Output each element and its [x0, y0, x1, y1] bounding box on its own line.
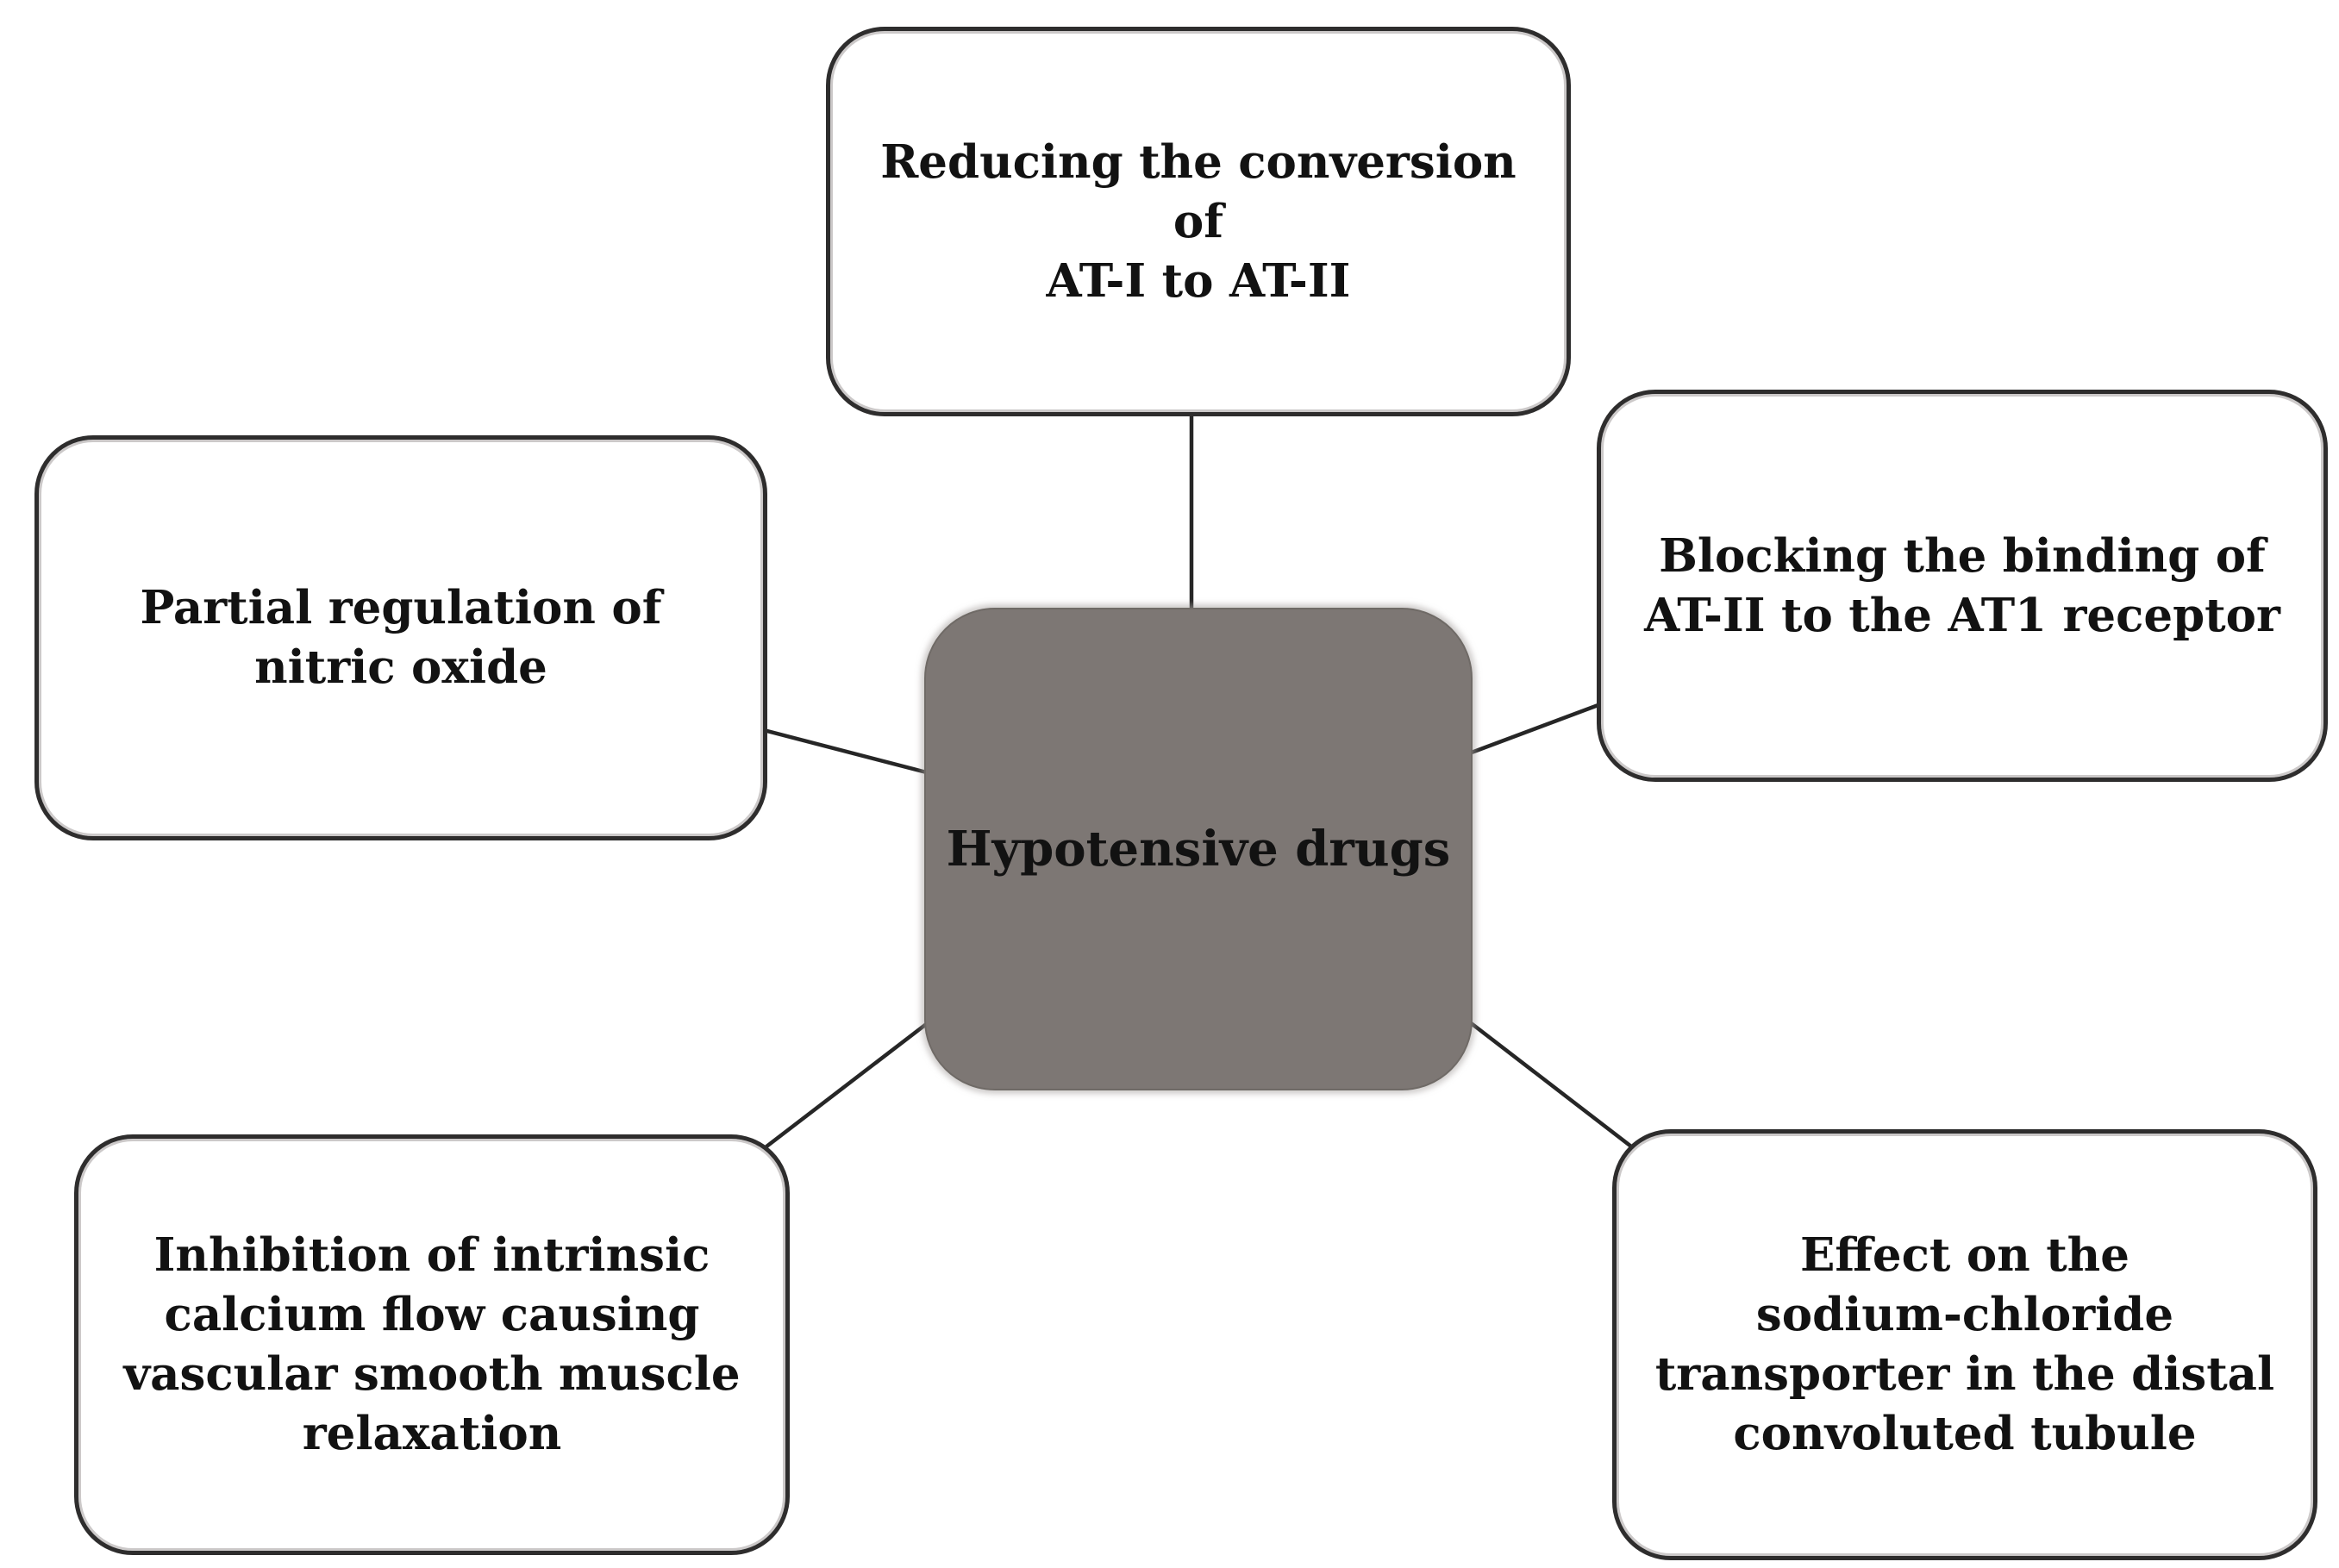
diagram-node-center: Hypotensive drugs [924, 608, 1473, 1090]
connector-upper-right [1454, 696, 1617, 761]
diagram-node-lower-left: Inhibition of intrinsic calcium flow cau… [74, 1134, 790, 1555]
connector-lower-right [1457, 1012, 1644, 1157]
connector-upper-left [736, 721, 941, 778]
diagram-node-top: Reducing the conversion of AT-I to AT-II [826, 27, 1571, 416]
node-label-lower-left: Inhibition of intrinsic calcium flow cau… [123, 1228, 741, 1460]
diagram-node-lower-right: Effect on the sodium-chloride transporte… [1612, 1129, 2317, 1560]
node-label-top: Reducing the conversion of AT-I to AT-II [880, 134, 1517, 308]
connector-lower-left [757, 1012, 941, 1154]
node-label-lower-right: Effect on the sodium-chloride transporte… [1654, 1228, 2275, 1460]
node-label-upper-left: Partial regulation of nitric oxide [140, 581, 662, 694]
node-label-upper-right: Blocking the binding of AT-II to the AT1… [1644, 528, 2280, 642]
diagram-node-upper-left: Partial regulation of nitric oxide [34, 435, 767, 840]
node-label-center: Hypotensive drugs [946, 821, 1451, 878]
diagram-node-upper-right: Blocking the binding of AT-II to the AT1… [1597, 390, 2328, 782]
